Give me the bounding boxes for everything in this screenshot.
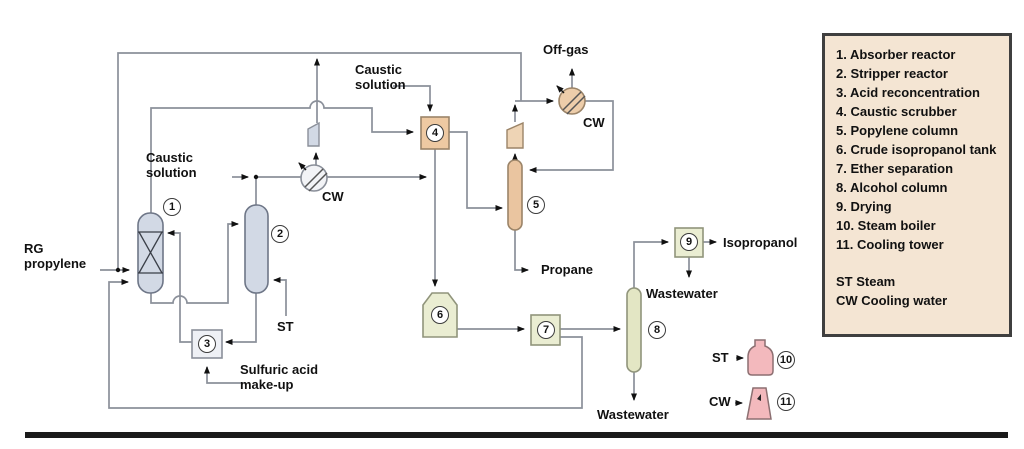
process-lines (100, 52, 744, 409)
label-isopropanol: Isopropanol (723, 235, 798, 250)
unit-5-badge: 5 (527, 196, 545, 214)
legend-item: 8. Alcohol column (836, 180, 948, 195)
line-steam-stripper (273, 277, 287, 316)
label-wastewater-column: Wastewater (597, 407, 669, 422)
unit-10-badge: 10 (777, 351, 795, 369)
propylene-column-vessel (507, 159, 523, 231)
unit-7-badge: 7 (537, 321, 555, 339)
junction-dot (115, 267, 121, 273)
line-scrubber-out (449, 131, 503, 211)
legend-item: 7. Ether separation (836, 161, 954, 176)
label-cw-tower: CW (709, 394, 731, 409)
label-caustic-solution-top: Caustic solution (355, 62, 406, 92)
legend-item: 3. Acid reconcentration (836, 85, 980, 100)
line-ether-recycle (108, 279, 583, 409)
unit-8-badge: 8 (648, 321, 666, 339)
unit-6-badge: 6 (431, 306, 449, 324)
cooling-tower-icon (746, 387, 772, 420)
line-sulfuric-makeup (204, 366, 243, 384)
condenser-exchanger-icon (556, 85, 586, 115)
label-st-boiler: ST (712, 350, 729, 365)
unit-4-badge: 4 (426, 124, 444, 142)
ether-separation-box (530, 314, 561, 346)
unit-2-badge: 2 (271, 225, 289, 243)
label-wastewater-dryer: Wastewater (646, 286, 718, 301)
unit-9-badge: 9 (680, 233, 698, 251)
label-st-stripper: ST (277, 319, 294, 334)
line-caustic-top (393, 85, 433, 112)
label-propane: Propane (541, 262, 594, 277)
legend-note-st: ST Steam (836, 274, 896, 289)
junction-dot (253, 174, 259, 180)
label-off-gas: Off-gas (543, 42, 589, 57)
line-absorber-bottoms (150, 221, 239, 304)
compressor-flag-left-icon (307, 121, 320, 147)
legend-item: 2. Stripper reactor (836, 66, 948, 81)
line-absorber-overhead (150, 100, 414, 213)
stripper-reactor-vessel (244, 204, 269, 294)
unit-1-badge: 1 (163, 198, 181, 216)
legend-item: 11. Cooling tower (836, 237, 944, 252)
line-propane (514, 230, 529, 273)
cooler-exchanger-icon (298, 162, 328, 192)
line-reflux (529, 100, 614, 173)
unit-11-badge: 11 (777, 393, 795, 411)
compressor-flag-right-icon (506, 121, 524, 149)
steam-boiler-icon (747, 339, 774, 376)
label-sulfuric-acid-makeup: Sulfuric acid make-up (240, 362, 319, 392)
bottom-divider-bar (25, 432, 1008, 438)
label-cw-exchanger: CW (322, 189, 344, 204)
legend-note-cw: CW Cooling water (836, 293, 948, 308)
legend-item: 4. Caustic scrubber (836, 104, 957, 119)
absorber-reactor-vessel (137, 212, 164, 294)
legend-item: 10. Steam boiler (836, 218, 936, 233)
line-top-recycle (117, 52, 522, 270)
label-cw-condenser: CW (583, 115, 605, 130)
legend-box: 1. Absorber reactor 2. Stripper reactor … (822, 33, 1012, 337)
line-acid-return (167, 230, 192, 343)
legend-item: 9. Drying (836, 199, 892, 214)
label-caustic-solution-left: Caustic solution (146, 150, 197, 180)
alcohol-column-vessel (626, 287, 642, 373)
legend-item: 6. Crude isopropanol tank (836, 142, 997, 157)
line-stripper-bottoms (225, 293, 257, 345)
legend-item: 1. Absorber reactor (836, 47, 956, 62)
line-col8-overhead (633, 239, 669, 288)
legend-item: 5. Popylene column (836, 123, 959, 138)
unit-3-badge: 3 (198, 335, 216, 353)
label-rg-propylene: RG propylene (24, 241, 87, 271)
